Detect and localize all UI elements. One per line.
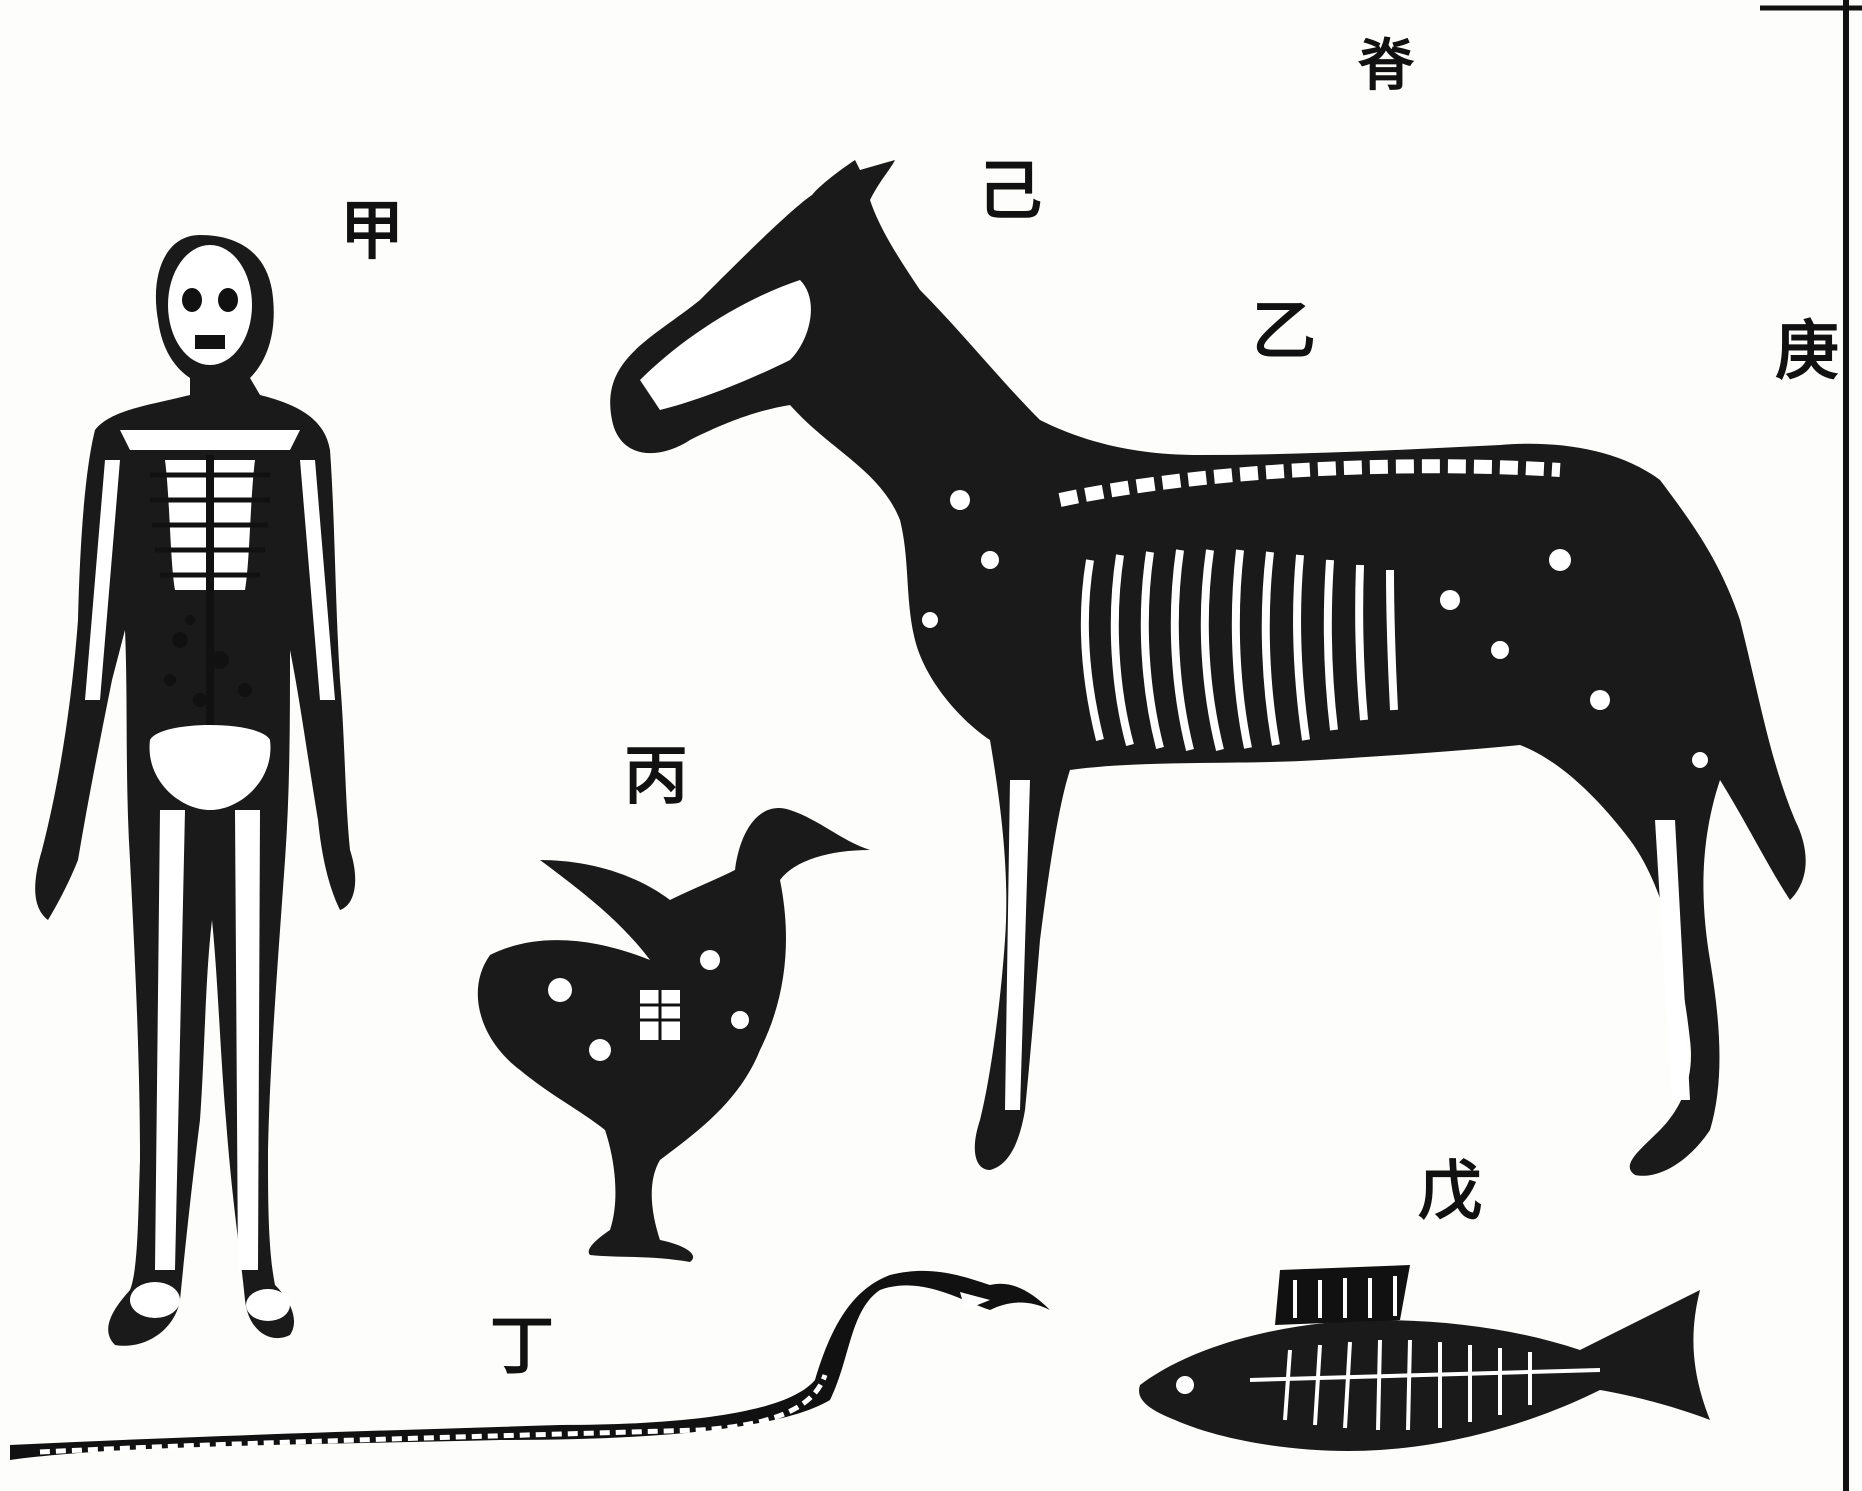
bird-skeleton [478, 808, 870, 1262]
fish-skeleton [1139, 1265, 1710, 1451]
page-border [1760, 0, 1862, 1491]
human-skeleton [35, 235, 355, 1346]
label-jia: 甲 [340, 200, 404, 264]
label-geng: 庚 [1775, 320, 1839, 384]
label-yi: 乙 [1252, 300, 1316, 364]
label-ji: 己 [978, 160, 1042, 224]
label-wu: 戊 [1418, 1160, 1482, 1224]
horse-skeleton [610, 160, 1805, 1176]
label-spine: 脊 [1358, 38, 1414, 94]
label-bing: 丙 [624, 745, 688, 809]
label-ding: 丁 [490, 1315, 554, 1379]
